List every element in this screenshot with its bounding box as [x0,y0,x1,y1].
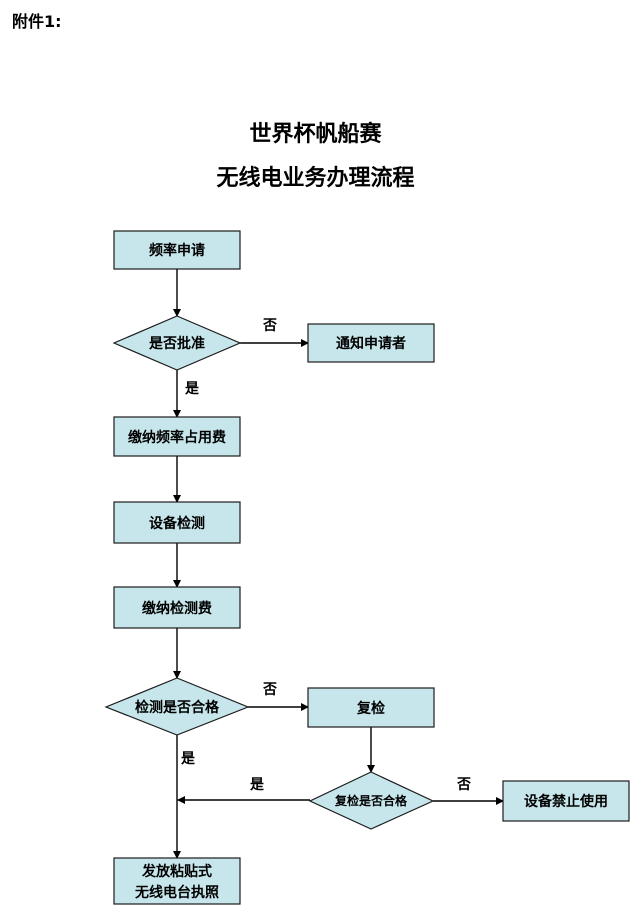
node-equipment-inspection-label: 设备检测 [149,515,205,532]
edge-label-yes-approval: 是 [185,381,200,397]
edge-label-no-approval: 否 [262,318,277,334]
node-inspection-qualified-decision [104,677,250,736]
node-equipment-inspection [113,501,241,544]
page-subtitle: 无线电业务办理流程 [216,166,415,191]
node-equipment-banned-label: 设备禁止使用 [524,793,608,810]
node-approval-decision-label: 是否批准 [149,335,205,352]
attachment-label: 附件1: [12,12,62,31]
node-pay-frequency-fee-label: 缴纳频率占用费 [128,429,226,446]
node-frequency-application [113,230,241,270]
node-recheck-qualified-decision [308,771,435,830]
node-approval-decision [112,315,242,371]
node-recheck-qualified-decision-label: 复检是否合格 [334,793,408,808]
edge-label-yes-recheck: 是 [250,777,265,793]
node-pay-inspection-fee-label: 缴纳检测费 [142,600,212,617]
node-recheck [307,687,435,728]
node-inspection-qualified-decision-label: 检测是否合格 [135,699,220,716]
node-pay-inspection-fee [113,586,241,629]
node-equipment-banned [502,780,630,822]
node-issue-license-label-1: 发放粘贴式 [141,863,212,880]
node-frequency-application-label: 频率申请 [149,242,205,259]
node-issue-license [113,857,241,905]
node-notify-applicant [307,323,435,363]
node-recheck-label: 复检 [356,700,385,717]
edge-label-yes-qualified: 是 [181,751,196,767]
node-notify-applicant-label: 通知申请者 [336,335,406,352]
edge-label-no-recheck: 否 [456,777,471,793]
edge-label-no-qualified: 否 [262,682,277,698]
page-title: 世界杯帆船赛 [249,122,382,147]
node-issue-license-label-2: 无线电台执照 [134,884,219,901]
node-pay-frequency-fee [113,416,241,457]
